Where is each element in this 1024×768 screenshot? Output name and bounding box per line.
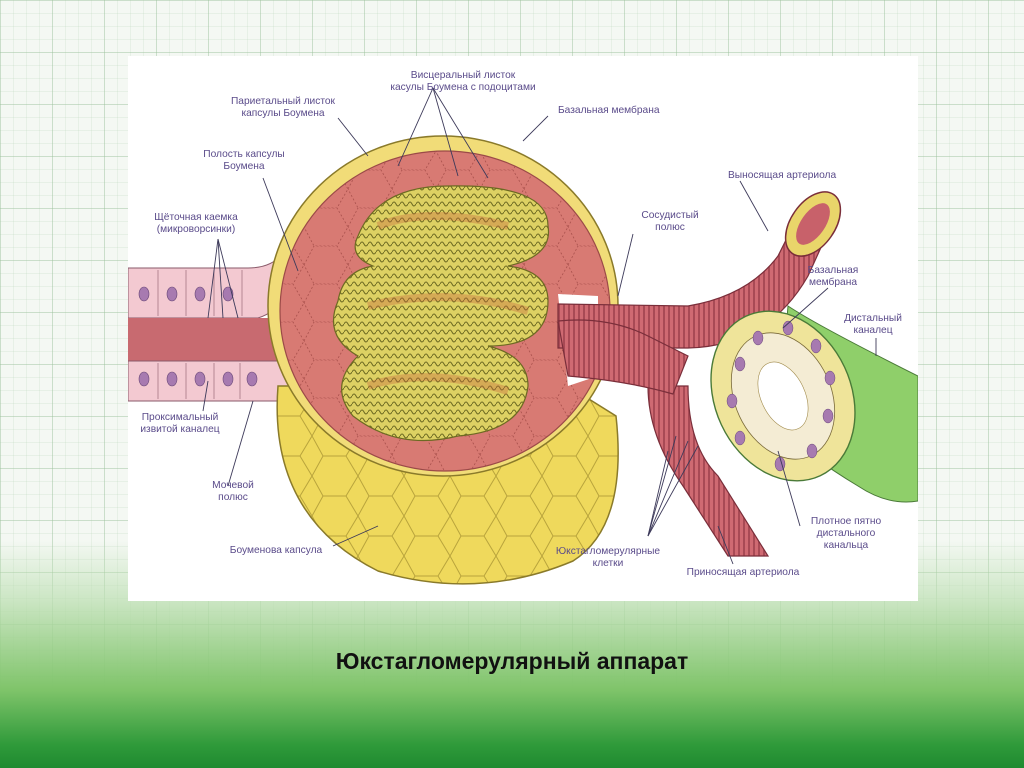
label-urinary-2: полюс bbox=[218, 492, 248, 503]
label-afferent: Приносящая артериола bbox=[687, 567, 800, 578]
label-vascular-2: полюс bbox=[655, 222, 685, 233]
label-cavity-1: Полость капсулы bbox=[203, 149, 284, 160]
juxtaglomerular-diagram: Висцеральный листок касулы Боумена с под… bbox=[128, 56, 918, 601]
label-macula-2: дистального bbox=[817, 528, 876, 539]
label-bowman: Боуменова капсула bbox=[230, 545, 323, 556]
label-distal-1: Дистальный bbox=[844, 313, 902, 324]
label-basal-membrane-top: Базальная мембрана bbox=[558, 104, 660, 116]
leader-lines bbox=[202, 87, 877, 565]
label-vascular-1: Сосудистый bbox=[641, 210, 698, 221]
label-macula-1: Плотное пятно bbox=[811, 516, 882, 527]
label-visceral-2: касулы Боумена с подоцитами bbox=[390, 82, 535, 93]
glomerulus bbox=[332, 185, 550, 442]
afferent-arteriole bbox=[647, 385, 770, 557]
label-jg-2: клетки bbox=[593, 558, 624, 569]
label-brush-2: (микроворсинки) bbox=[157, 224, 235, 235]
slide-title: Юкстагломерулярный аппарат bbox=[335, 648, 689, 674]
diagram-svg: Висцеральный листок касулы Боумена с под… bbox=[128, 70, 918, 585]
label-basal-right-2: мембрана bbox=[809, 276, 857, 288]
label-urinary-1: Мочевой bbox=[212, 480, 254, 491]
label-macula-3: канальца bbox=[824, 540, 869, 551]
label-efferent: Выносящая артериола bbox=[728, 170, 836, 181]
label-parietal-2: капсулы Боумена bbox=[241, 108, 324, 119]
label-visceral-1: Висцеральный листок bbox=[411, 70, 516, 81]
label-brush-1: Щёточная каемка bbox=[154, 212, 238, 223]
label-jg-1: Юкстагломерулярные bbox=[556, 546, 661, 557]
label-cavity-2: Боумена bbox=[223, 161, 265, 172]
labels: Висцеральный листок касулы Боумена с под… bbox=[140, 70, 902, 578]
label-distal-2: каналец bbox=[853, 325, 892, 336]
label-basal-right-1: Базальная bbox=[808, 265, 859, 276]
distal-tubule bbox=[710, 305, 918, 503]
label-proximal-1: Проксимальный bbox=[142, 412, 219, 423]
label-parietal-1: Париетальный листок bbox=[231, 96, 336, 107]
proximal-tubule bbox=[128, 243, 305, 402]
label-proximal-2: извитой каналец bbox=[140, 424, 219, 435]
